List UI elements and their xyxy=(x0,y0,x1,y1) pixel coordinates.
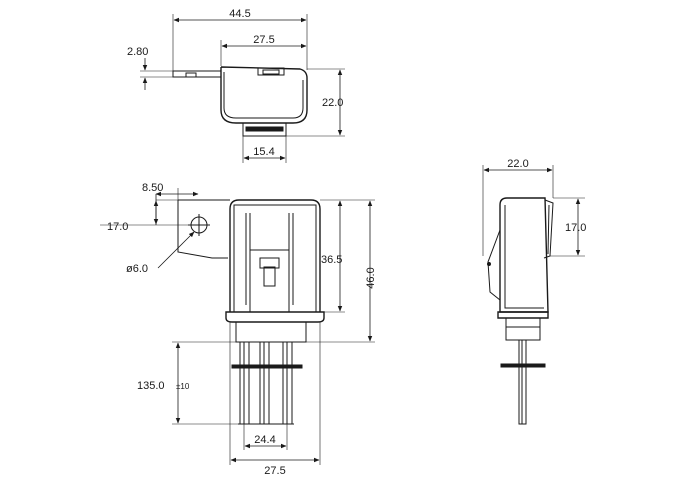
label-side-width: 22.0 xyxy=(507,158,528,170)
label-front-hole-height: 17.0 xyxy=(107,221,128,233)
side-view: 22.0 17.0 xyxy=(482,158,586,425)
top-view-outline xyxy=(172,66,308,137)
leader-hole-diameter xyxy=(157,231,195,269)
label-front-lead-length: 135.0 xyxy=(137,380,165,392)
label-front-hole-offset: 8.50 xyxy=(142,182,163,194)
label-top-bottom-width: 15.4 xyxy=(253,146,274,158)
label-top-overall-width: 44.5 xyxy=(229,8,250,20)
label-front-lead-tolerance: ±10 xyxy=(176,382,190,391)
side-view-outline xyxy=(487,197,554,425)
label-front-overall-height: 46.0 xyxy=(365,267,377,288)
front-view-outline xyxy=(177,199,325,425)
label-side-height: 17.0 xyxy=(565,222,586,234)
top-view: 44.5 27.5 2.80 22.0 15.4 xyxy=(127,8,345,163)
label-top-tab-thickness: 2.80 xyxy=(127,46,148,58)
label-front-body-height: 36.5 xyxy=(321,254,342,266)
label-front-hole-diameter: ø6.0 xyxy=(126,263,148,275)
label-front-bottom-width: 27.5 xyxy=(264,465,285,477)
label-top-height: 22.0 xyxy=(322,97,343,109)
front-view: 8.50 17.0 ø6.0 36.5 46.0 135.0 ±10 24.4 … xyxy=(100,182,377,477)
label-top-body-width: 27.5 xyxy=(253,34,274,46)
label-front-lead-spacing: 24.4 xyxy=(254,434,275,446)
